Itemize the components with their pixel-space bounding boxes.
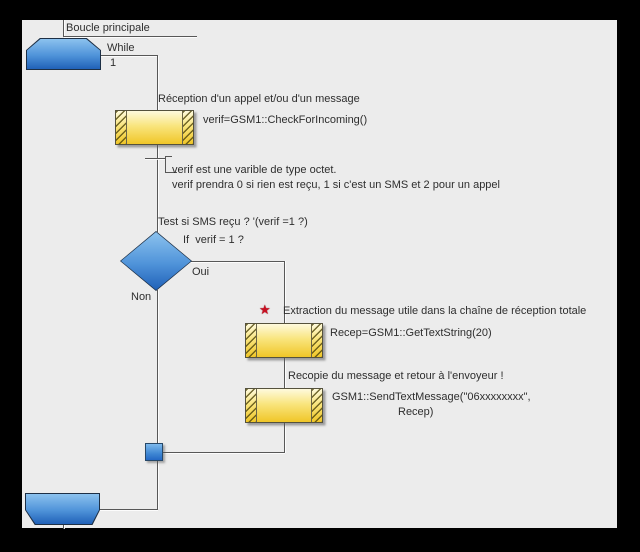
call1-code: verif=GSM1::CheckForIncoming() bbox=[203, 114, 368, 126]
flow-line-yes-branch bbox=[191, 261, 285, 262]
connector-node[interactable] bbox=[145, 443, 163, 461]
comment-tick-line bbox=[145, 158, 165, 159]
decision-yes-label: Oui bbox=[192, 266, 210, 278]
decision-title: Test si SMS reçu ? '(verif =1 ?) bbox=[158, 216, 308, 228]
flow-line-bottom-tail bbox=[63, 524, 64, 529]
loop-end-fill bbox=[26, 494, 99, 524]
call3-code-line2: Recep) bbox=[398, 406, 434, 418]
comment-bracket-top bbox=[165, 156, 172, 157]
flow-line-body-3 bbox=[157, 460, 158, 509]
hatch-pattern bbox=[311, 389, 322, 422]
flow-line-while-out bbox=[101, 55, 158, 56]
hatch-pattern bbox=[116, 111, 127, 144]
hatch-pattern bbox=[246, 389, 257, 422]
flowchart-canvas bbox=[22, 20, 617, 528]
loop-start-shape[interactable] bbox=[26, 38, 101, 70]
comment-line1: verif est une varible de type octet. bbox=[172, 164, 337, 176]
loop-start-fill bbox=[27, 39, 100, 69]
comment-bracket-bottom bbox=[165, 172, 177, 173]
loop-end-shape[interactable] bbox=[25, 493, 100, 525]
flow-line-top-spine bbox=[63, 20, 64, 39]
call-box-send-text[interactable] bbox=[245, 388, 323, 423]
call-box-check-incoming[interactable] bbox=[115, 110, 194, 145]
loop-name-underline bbox=[63, 36, 197, 37]
comment-bracket-icon[interactable] bbox=[165, 156, 166, 173]
flow-line-body-2 bbox=[157, 142, 158, 232]
flow-line-join bbox=[162, 452, 285, 453]
comment-line2: verif prendra 0 si rien est reçu, 1 si c… bbox=[172, 179, 500, 191]
call2-title: Extraction du message utile dans la chaî… bbox=[283, 305, 587, 317]
call-box-get-text[interactable] bbox=[245, 323, 323, 358]
call2-code: Recep=GSM1::GetTextString(20) bbox=[330, 327, 492, 339]
loop-name-label: Boucle principale bbox=[66, 22, 150, 34]
bookmark-star-icon: ★ bbox=[259, 302, 271, 317]
loop-condition-label: 1 bbox=[110, 57, 117, 69]
decision-condition: If verif = 1 ? bbox=[183, 234, 244, 246]
hatch-pattern bbox=[246, 324, 257, 357]
loop-keyword-label: While bbox=[107, 42, 135, 54]
call3-code-line1: GSM1::SendTextMessage("06xxxxxxxx", bbox=[332, 391, 531, 403]
flow-line-no-branch bbox=[157, 290, 158, 444]
flow-line-loop-return bbox=[99, 509, 158, 510]
hatch-pattern bbox=[311, 324, 322, 357]
decision-no-label: Non bbox=[131, 291, 152, 303]
flow-line-body-1 bbox=[157, 56, 158, 111]
call3-title: Recopie du message et retour à l'envoyeu… bbox=[288, 370, 504, 382]
hatch-pattern bbox=[182, 111, 193, 144]
call1-title: Réception d'un appel et/ou d'un message bbox=[158, 93, 360, 105]
